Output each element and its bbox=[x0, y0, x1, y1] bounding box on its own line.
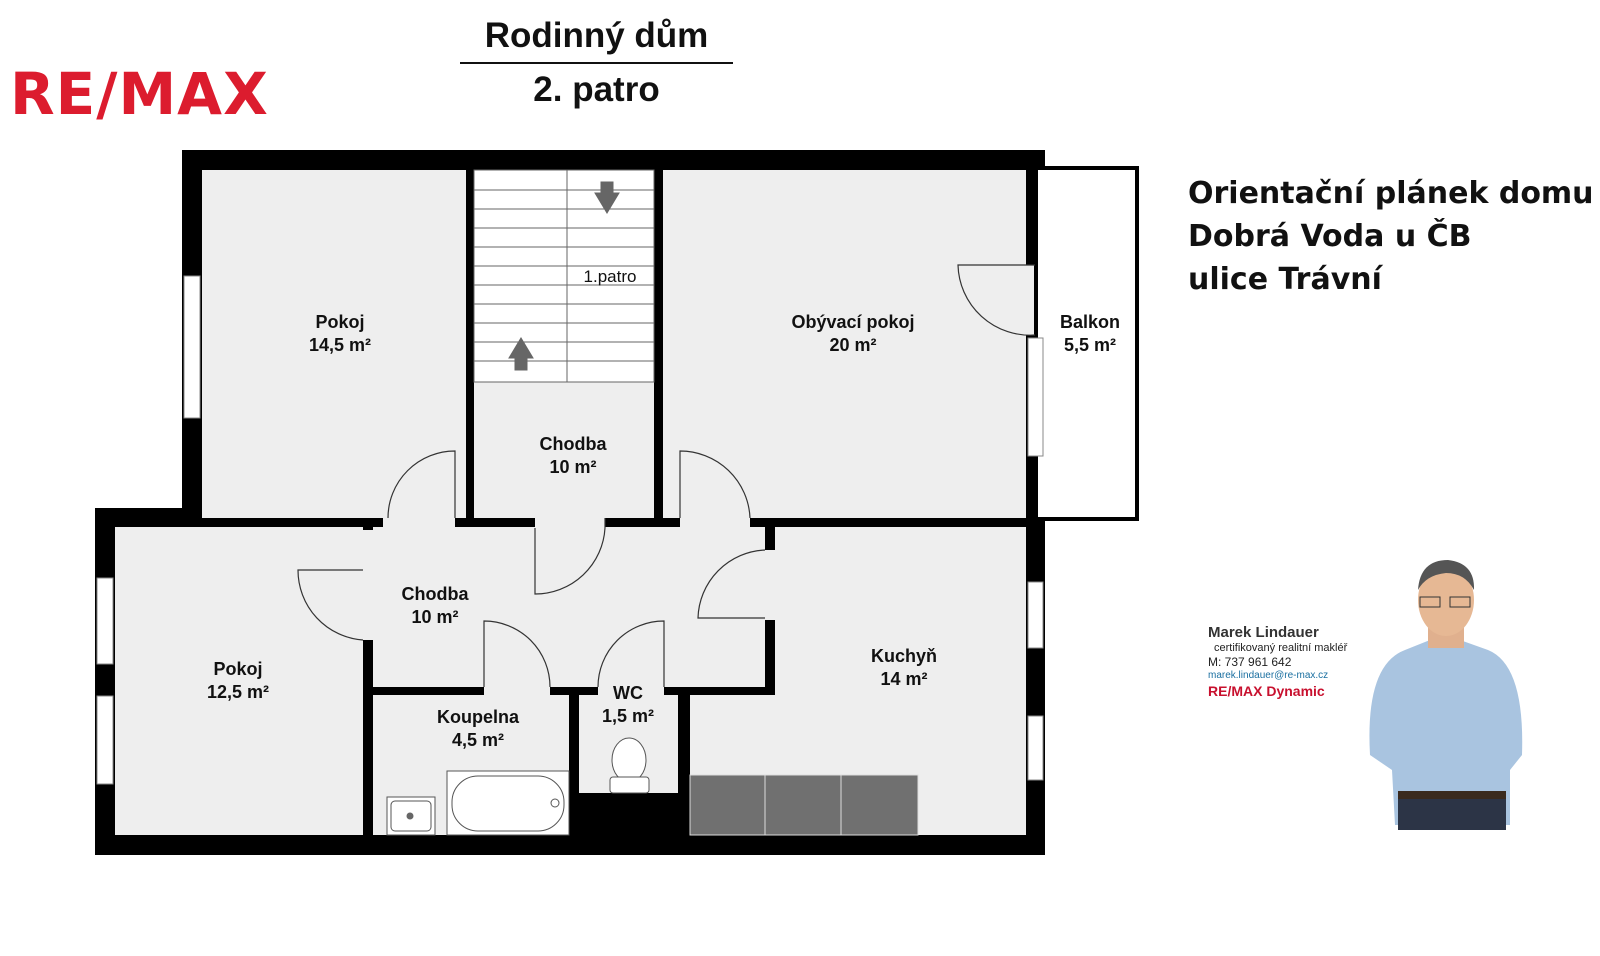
room-area: 10 m² bbox=[411, 607, 458, 627]
room-area: 20 m² bbox=[829, 335, 876, 355]
room-area: 5,5 m² bbox=[1064, 335, 1116, 355]
agent-phone: M: 737 961 642 bbox=[1208, 655, 1292, 669]
room-pokoj-lower bbox=[115, 527, 363, 835]
staircase bbox=[473, 169, 655, 383]
kitchen-counter bbox=[689, 774, 919, 836]
arrow-up-icon bbox=[508, 337, 534, 371]
room-labels: Pokoj 14,5 m² Chodba 10 m² Obývací pokoj… bbox=[207, 312, 1120, 750]
title-house: Rodinný dům bbox=[460, 16, 733, 64]
info-line1: Orientační plánek domu bbox=[1188, 176, 1594, 211]
room-area: 14 m² bbox=[880, 669, 927, 689]
plan-info: Orientační plánek domu Dobrá Voda u ČB u… bbox=[1188, 172, 1594, 301]
room-area: 10 m² bbox=[549, 457, 596, 477]
info-line2: Dobrá Voda u ČB bbox=[1188, 219, 1472, 254]
room-name: Kuchyň bbox=[871, 646, 937, 666]
page-title: Rodinný dům 2. patro bbox=[460, 16, 733, 110]
room-name: Chodba bbox=[540, 434, 608, 454]
room-name: WC bbox=[613, 683, 643, 703]
room-name: Pokoj bbox=[315, 312, 364, 332]
title-floor: 2. patro bbox=[533, 70, 660, 109]
remax-logo: RE/MAX bbox=[10, 60, 269, 128]
bathtub bbox=[446, 770, 570, 836]
room-name: Obývací pokoj bbox=[791, 312, 914, 332]
sink bbox=[386, 796, 436, 836]
stairs-label: 1.patro bbox=[584, 267, 637, 286]
agent-photo bbox=[1369, 560, 1523, 830]
room-name: Chodba bbox=[402, 584, 470, 604]
agent-name: Marek Lindauer bbox=[1208, 624, 1319, 641]
info-line3: ulice Trávní bbox=[1188, 262, 1382, 297]
arrow-down-icon bbox=[594, 181, 620, 214]
windows bbox=[96, 275, 1044, 785]
room-area: 4,5 m² bbox=[452, 730, 504, 750]
agent-role: certifikovaný realitní makléř bbox=[1214, 642, 1348, 654]
room-area: 14,5 m² bbox=[309, 335, 371, 355]
room-name: Pokoj bbox=[213, 659, 262, 679]
room-area: 12,5 m² bbox=[207, 682, 269, 702]
room-name: Balkon bbox=[1060, 312, 1120, 332]
agent-company: RE/MAX Dynamic bbox=[1208, 683, 1325, 699]
agent-email[interactable]: marek.lindauer@re-max.cz bbox=[1208, 670, 1329, 681]
door-swings bbox=[297, 264, 1036, 688]
room-obyvaci bbox=[663, 170, 1026, 518]
agent-card: Marek Lindauer certifikovaný realitní ma… bbox=[1208, 624, 1347, 700]
room-name: Koupelna bbox=[437, 707, 520, 727]
room-area: 1,5 m² bbox=[602, 706, 654, 726]
toilet bbox=[609, 737, 650, 794]
room-balkon bbox=[1034, 166, 1139, 521]
